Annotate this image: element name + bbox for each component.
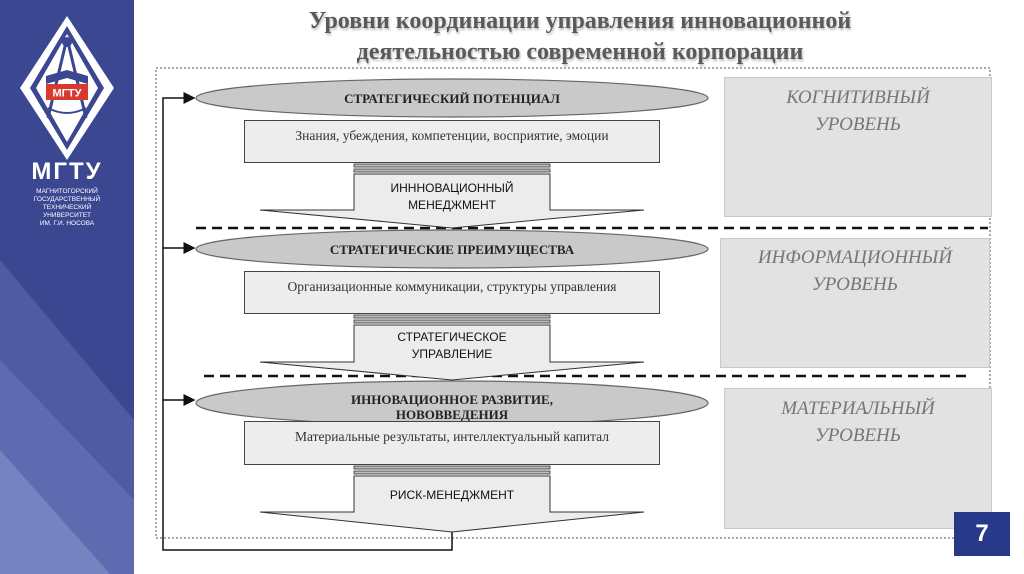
stage-box: Организационные коммуникации, структуры … (244, 271, 660, 314)
down-arrow-shape (259, 324, 645, 381)
stage-box-text: Материальные результаты, интеллектуальны… (294, 429, 609, 444)
down-arrow-shape (259, 173, 645, 229)
university-full-name: Магнитогорский государственный техническ… (33, 188, 101, 227)
stage-ellipse-label: СТРАТЕГИЧЕСКИЙ ПОТЕНЦИАЛ (344, 91, 560, 106)
diagram-frame (155, 67, 991, 539)
stage-arrow-label: ИНННОВАЦИОННЫЙ МЕНЕДЖМЕНТ (390, 181, 514, 212)
level-label: КОГНИТИВНЫЙ УРОВЕНЬ (786, 87, 930, 135)
level-box-informational: ИНФОРМАЦИОННЫЙ УРОВЕНЬ (720, 238, 990, 368)
stage-box-text: Знания, убеждения, компетенции, восприят… (295, 128, 609, 143)
stage-box: Материальные результаты, интеллектуальны… (244, 421, 660, 465)
university-abbreviation: МГТУ (31, 158, 103, 185)
svg-text:МГТУ: МГТУ (53, 88, 82, 100)
stage-ellipse-label: СТРАТЕГИЧЕСКИЕ ПРЕИМУЩЕСТВА (329, 242, 575, 257)
sidebar-background-pattern (0, 260, 134, 574)
ellipse-shape (195, 229, 709, 269)
level-box-cognitive: КОГНИТИВНЫЙ УРОВЕНЬ (724, 77, 992, 217)
sidebar: МГТУ МГТУ Магнитогорский государственный… (0, 0, 134, 574)
ellipse-shape (195, 78, 709, 118)
level-label: ИНФОРМАЦИОННЫЙ УРОВЕНЬ (757, 247, 953, 295)
down-arrow-shape (259, 475, 645, 533)
stage-ellipse-label: ИННОВАЦИОННОЕ РАЗВИТИЕ, НОВОВВЕДЕНИЯ (351, 392, 553, 422)
university-logo: МГТУ (18, 14, 116, 162)
stage-box-text: Организационные коммуникации, структуры … (287, 279, 617, 294)
stage-arrow-label: СТРАТЕГИЧЕСКОЕ УПРАВЛЕНИЕ (397, 330, 507, 361)
feedback-arrow (162, 92, 453, 551)
stage-arrow-label: РИСК-МЕНЕДЖМЕНТ (389, 488, 515, 502)
level-label: МАТЕРИАЛЬНЫЙ УРОВЕНЬ (781, 398, 935, 446)
stage-box: Знания, убеждения, компетенции, восприят… (244, 120, 660, 163)
level-box-material: МАТЕРИАЛЬНЫЙ УРОВЕНЬ (724, 388, 992, 529)
slide-title: Уровни координации управления инновацион… (308, 8, 852, 65)
page-number-badge: 7 (954, 512, 1010, 556)
